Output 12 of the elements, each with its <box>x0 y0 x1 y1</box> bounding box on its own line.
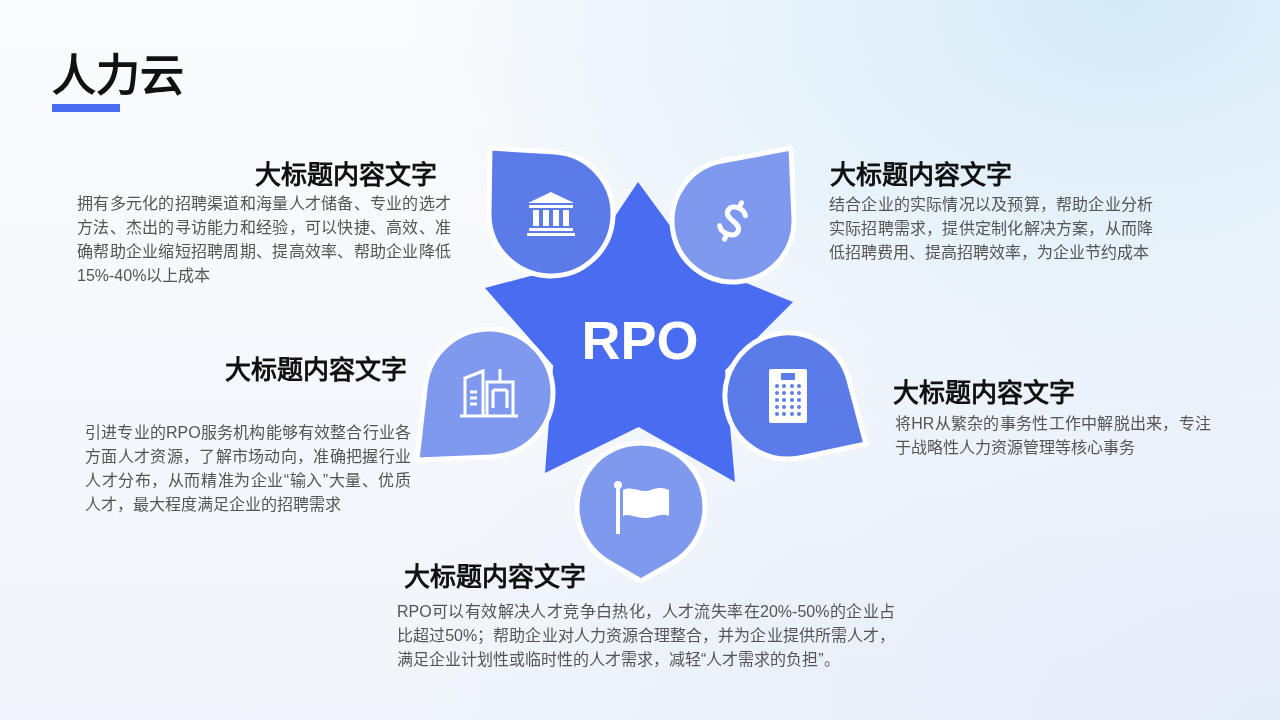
section-description: RPO可以有效解决人才竞争白热化，人才流失率在20%-50%的企业占比超过50%；帮助企业对人力资源合理整合，并为企业提供所需人才，满足企业计划性或临时性的人才需求，减轻“人才需求的负担”。 <box>397 602 895 670</box>
slide-title: 人力云 <box>52 50 184 102</box>
section-description: 引进专业的RPO服务机构能够有效整合行业各方面人才资源，了解市场动向，准确把握行业人才分布，从而精准为企业“输入”大量、优质人才，最大程度满足企业的招聘需求 <box>85 423 411 515</box>
section-description: 将HR从繁杂的事务性工作中解脱出来，专注于战略性人力资源管理等核心事务 <box>895 414 1211 458</box>
section-description: 结合企业的实际情况以及预算，帮助企业分析实际招聘需求，提供定制化解决方案，从而降低招聘费用、提高招聘效率，为企业节约成本 <box>829 195 1153 263</box>
section-heading: 大标题内容文字 <box>893 377 1075 409</box>
node-label: RPO <box>581 310 699 370</box>
section-heading: 大标题内容文字 <box>404 561 586 593</box>
section-heading: 大标题内容文字 <box>830 159 1012 191</box>
section-description: 拥有多元化的招聘渠道和海量人才储备、专业的选才方法、杰出的寻访能力和经验，可以快捷、高效、准确帮助企业缩短招聘周期、提高效率、帮助企业降低15%-40%以上成本 <box>77 194 451 286</box>
section-heading: 大标题内容文字 <box>225 354 407 386</box>
section-heading: 大标题内容文字 <box>255 159 437 191</box>
